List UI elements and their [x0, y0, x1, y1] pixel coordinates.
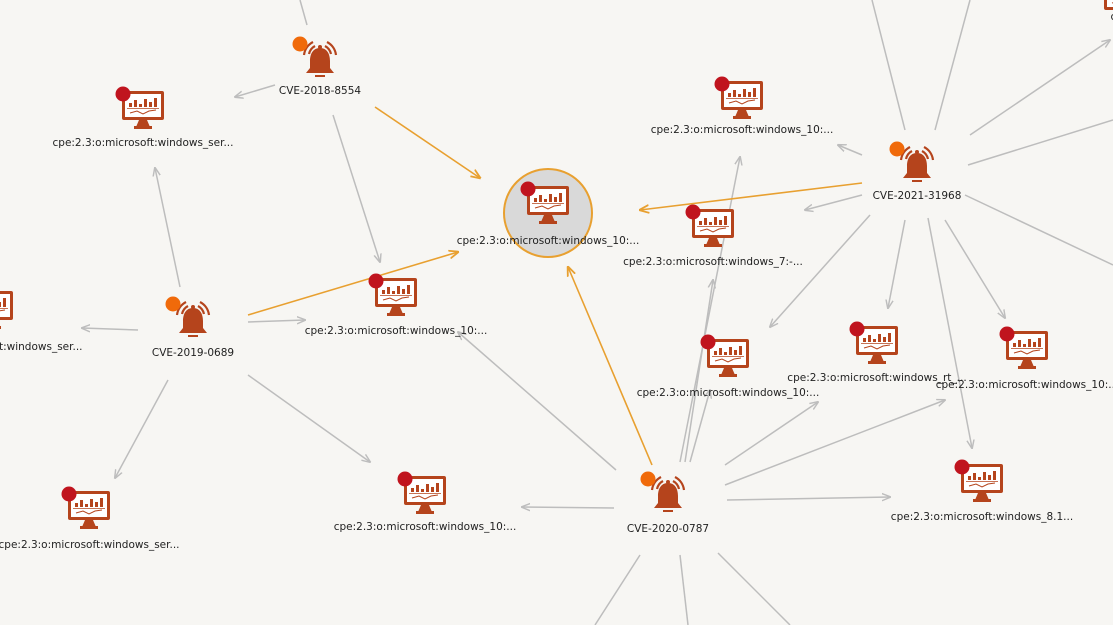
- node-c8[interactable]: cpe:2.3:o:microsoft:windows_10:...: [637, 334, 820, 400]
- alarm-bell-icon: [650, 475, 686, 514]
- status-dot-icon: [115, 86, 131, 102]
- node-c12[interactable]: cpe:2: [1098, 0, 1113, 23]
- edge-cve2021-c7[interactable]: [805, 194, 863, 210]
- node-label: cpe:2.3:o:microsoft:windows_ser...: [0, 341, 82, 353]
- edge-cve2018-c1[interactable]: [235, 84, 276, 97]
- alarm-bell-icon: [175, 300, 211, 339]
- node-label: cpe:2: [1110, 11, 1113, 23]
- alarm-bell-icon: [899, 145, 935, 184]
- edge-offscreen[interactable]: [871, 0, 906, 131]
- node-label: cpe:2.3:o:microsoft:windows_7:-...: [623, 256, 803, 268]
- node-label: CVE-2019-0689: [152, 347, 234, 359]
- node-label: cpe:2.3:o:microsoft:windows_10:...: [936, 379, 1113, 391]
- node-c10[interactable]: cpe:2.3:o:microsoft:windows_10:...: [936, 326, 1113, 392]
- node-cve2020[interactable]: CVE-2020-0787: [627, 471, 709, 536]
- edge-cve2021-c10[interactable]: [944, 219, 1005, 318]
- edge-offscreen[interactable]: [594, 554, 641, 625]
- status-dot-icon: [714, 76, 730, 92]
- edge-cve2019-c3[interactable]: [82, 328, 139, 330]
- edge-cve2020-center[interactable]: [568, 267, 653, 466]
- edge-cve2021-c11[interactable]: [927, 217, 972, 448]
- edge-offscreen[interactable]: [679, 554, 689, 625]
- edge-offscreen[interactable]: [934, 0, 971, 131]
- status-dot-icon: [889, 141, 905, 157]
- edge-cve2021-c6[interactable]: [838, 145, 863, 156]
- node-label: cpe:2.3:o:microsoft:windows_10:...: [334, 521, 517, 533]
- node-cve2018[interactable]: CVE-2018-8554: [279, 36, 361, 98]
- status-dot-icon: [520, 181, 536, 197]
- status-dot-icon: [685, 204, 701, 220]
- edge-offscreen[interactable]: [299, 0, 308, 26]
- status-dot-icon: [61, 486, 77, 502]
- edge-cve2019-c1[interactable]: [155, 168, 181, 288]
- node-label: cpe:2.3:o:microsoft:windows_10:...: [651, 124, 834, 136]
- node-c4[interactable]: cpe:2.3:o:microsoft:windows_ser...: [0, 486, 179, 552]
- node-c3[interactable]: cpe:2.3:o:microsoft:windows_ser...: [0, 287, 82, 354]
- status-dot-icon: [640, 471, 656, 487]
- edge-cve2020-c11[interactable]: [726, 497, 890, 500]
- status-dot-icon: [700, 334, 716, 350]
- node-label: cpe:2.3:o:microsoft:windows_10:...: [637, 387, 820, 399]
- status-dot-icon: [165, 296, 181, 312]
- status-dot-icon: [954, 459, 970, 475]
- edge-offscreen[interactable]: [964, 194, 1113, 266]
- edge-cve2021-center[interactable]: [640, 182, 863, 210]
- node-label: cpe:2.3:o:microsoft:windows_10:...: [305, 325, 488, 337]
- edge-cve2020-c6[interactable]: [679, 157, 740, 463]
- edge-cve2020-c8[interactable]: [689, 390, 710, 463]
- node-label: CVE-2021-31968: [873, 190, 962, 202]
- edge-cve2021-c9[interactable]: [888, 219, 906, 308]
- edge-offscreen[interactable]: [717, 552, 791, 625]
- edge-cve2020-c7[interactable]: [684, 280, 713, 463]
- edge-cve2019-c4[interactable]: [115, 379, 169, 478]
- node-label: cpe:2.3:o:microsoft:windows_ser...: [0, 539, 179, 551]
- node-c5[interactable]: cpe:2.3:o:microsoft:windows_10:...: [334, 471, 517, 534]
- node-label: cpe:2.3:o:microsoft:windows_10:...: [457, 235, 640, 247]
- edge-cve2019-center[interactable]: [247, 252, 458, 316]
- node-label: CVE-2018-8554: [279, 85, 361, 97]
- status-dot-icon: [849, 321, 865, 337]
- status-dot-icon: [397, 471, 413, 487]
- node-c7[interactable]: cpe:2.3:o:microsoft:windows_7:-...: [623, 204, 803, 269]
- edge-cve2021-c8[interactable]: [770, 214, 871, 327]
- node-label: cpe:2.3:o:microsoft:windows_8.1...: [891, 511, 1073, 523]
- edge-cve2018-center[interactable]: [374, 106, 480, 178]
- node-cve2019[interactable]: CVE-2019-0689: [152, 296, 234, 360]
- edge-cve2018-c2[interactable]: [332, 114, 380, 262]
- node-c6[interactable]: cpe:2.3:o:microsoft:windows_10:...: [651, 76, 834, 137]
- node-c1[interactable]: cpe:2.3:o:microsoft:windows_ser...: [53, 86, 234, 150]
- edge-cve2021-c12[interactable]: [969, 40, 1110, 136]
- node-center[interactable]: cpe:2.3:o:microsoft:windows_10:...: [457, 168, 640, 258]
- node-label: CVE-2020-0787: [627, 523, 709, 535]
- edges-layer: [82, 0, 1113, 625]
- node-cve2021[interactable]: CVE-2021-31968: [873, 141, 962, 203]
- edge-cve2020-c9[interactable]: [724, 402, 818, 466]
- status-dot-icon: [368, 273, 384, 289]
- node-label: cpe:2.3:o:microsoft:windows_ser...: [53, 137, 234, 149]
- edge-cve2020-c2[interactable]: [458, 332, 617, 471]
- node-c11[interactable]: cpe:2.3:o:microsoft:windows_8.1...: [891, 459, 1073, 524]
- node-label: cpe:2.3:o:microsoft:windows_rt_...: [787, 372, 966, 384]
- alarm-bell-icon: [302, 40, 338, 79]
- status-dot-icon: [999, 326, 1015, 342]
- edge-cve2019-c2[interactable]: [247, 320, 305, 322]
- edge-cve2020-c5[interactable]: [522, 507, 615, 508]
- node-c9[interactable]: cpe:2.3:o:microsoft:windows_rt_...: [787, 321, 967, 385]
- edge-offscreen[interactable]: [967, 119, 1113, 166]
- edge-cve2020-c10[interactable]: [724, 400, 945, 486]
- edge-cve2019-c5[interactable]: [247, 374, 370, 462]
- node-c2[interactable]: cpe:2.3:o:microsoft:windows_10:...: [305, 273, 488, 338]
- monitor-chart-icon: [0, 290, 14, 330]
- status-dot-icon: [292, 36, 308, 52]
